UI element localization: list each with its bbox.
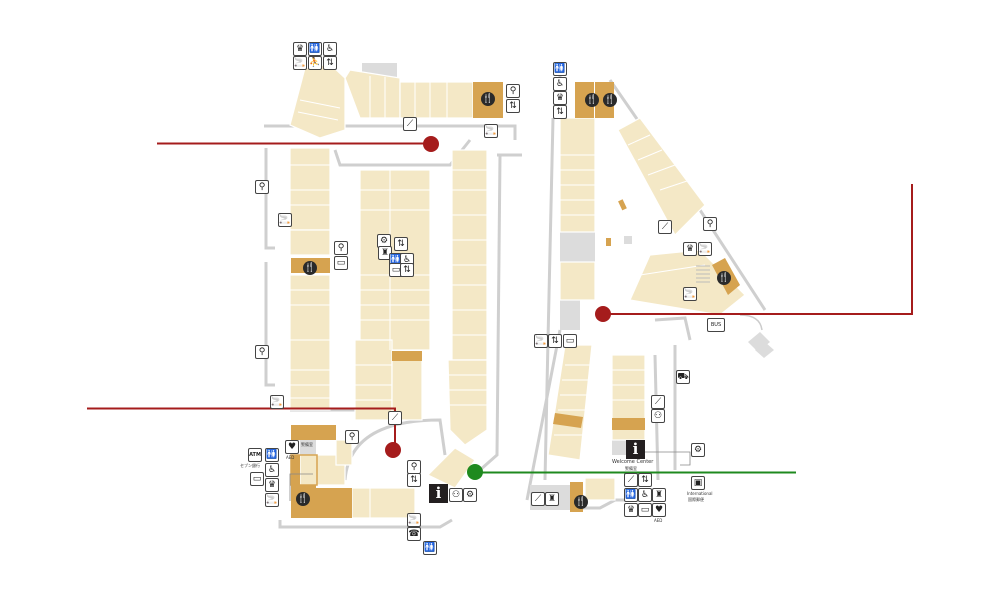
marker-lower-left[interactable]	[87, 407, 401, 459]
nursing-icon[interactable]: ♛	[624, 503, 638, 517]
marker-upper-left[interactable]	[157, 136, 439, 152]
bike-icon[interactable]: ⚲	[334, 241, 348, 255]
security-room-label: 警備室	[301, 442, 313, 447]
restroom-icon[interactable]: 🚻	[553, 62, 567, 76]
wheelchair-icon[interactable]: ♿	[553, 77, 567, 91]
escalator-icon[interactable]: ⟋	[388, 411, 402, 425]
stroller-icon[interactable]: ⚇	[449, 488, 463, 502]
marker-right[interactable]	[595, 184, 913, 322]
atm-icon[interactable]: ATM	[248, 448, 262, 462]
elevator-icon[interactable]: ⇅	[638, 473, 652, 487]
escalator-icon[interactable]: ⟋	[658, 220, 672, 234]
taxi-icon[interactable]: ⛟	[676, 370, 690, 384]
restaurant-icon[interactable]: 🍴	[717, 271, 731, 285]
elevator-icon[interactable]: ⇅	[323, 56, 337, 70]
restroom-icon[interactable]: 🚻	[308, 42, 322, 56]
international-label: International	[687, 491, 713, 496]
smoking-icon[interactable]: 🚬	[265, 493, 279, 507]
package-icon[interactable]: ▣	[691, 476, 705, 490]
elevator-icon[interactable]: ⇅	[407, 473, 421, 487]
restaurant-icon[interactable]: 🍴	[481, 92, 495, 106]
restroom-icon[interactable]: 🚻	[624, 488, 638, 502]
bike-icon[interactable]: ⚲	[703, 217, 717, 231]
monitor-icon[interactable]: ▭	[250, 472, 264, 486]
phone-icon[interactable]: ☎	[407, 527, 421, 541]
monitor-icon[interactable]: ▭	[638, 503, 652, 517]
welcome-center-label: Welcome Center	[612, 459, 654, 465]
nursing-icon[interactable]: ♛	[553, 91, 567, 105]
smoking-icon[interactable]: 🚬	[293, 56, 307, 70]
smoking-icon[interactable]: 🚬	[270, 395, 284, 409]
aed-icon[interactable]: ♥	[652, 503, 666, 517]
aed-label-right: AED	[654, 518, 663, 523]
escalator-icon[interactable]: ⟋	[651, 395, 665, 409]
bike-icon[interactable]: ⚲	[345, 430, 359, 444]
restroom-icon[interactable]: 🚻	[265, 448, 279, 462]
nursing-icon[interactable]: ♛	[265, 478, 279, 492]
escalator-icon[interactable]: ⟋	[403, 117, 417, 131]
restaurant-icon[interactable]: 🍴	[574, 495, 588, 509]
elevator-icon[interactable]: ⇅	[506, 99, 520, 113]
cart-icon[interactable]: ⚙	[691, 443, 705, 457]
restaurant-icon[interactable]: 🍴	[603, 93, 617, 107]
escalator-icon[interactable]: ⟋	[624, 473, 638, 487]
elevator-icon[interactable]: ⇅	[394, 237, 408, 251]
stroller-icon[interactable]: ⚇	[651, 409, 665, 423]
marker-welcome[interactable]	[467, 464, 796, 480]
elevator-icon[interactable]: ⇅	[553, 105, 567, 119]
smoking-icon[interactable]: 🚬	[484, 124, 498, 138]
wheelchair-icon[interactable]: ♿	[638, 488, 652, 502]
restaurant-icon[interactable]: 🍴	[585, 93, 599, 107]
nursing-icon[interactable]: ♛	[683, 242, 697, 256]
monitor-icon[interactable]: ▭	[563, 334, 577, 348]
store-dividers-right	[554, 134, 706, 436]
cart-icon[interactable]: ⚙	[463, 488, 477, 502]
wheelchair-icon[interactable]: ♿	[323, 42, 337, 56]
store-dividers-left	[290, 76, 487, 518]
nursing-icon[interactable]: ♛	[293, 42, 307, 56]
bike-icon[interactable]: ⚲	[255, 345, 269, 359]
smoking-icon[interactable]: 🚬	[407, 513, 421, 527]
escalator-icon[interactable]: ⟋	[531, 492, 545, 506]
seven-bank-label: セブン銀行	[240, 463, 260, 468]
bike-icon[interactable]: ⚲	[255, 180, 269, 194]
restaurant-icon[interactable]: 🍴	[303, 261, 317, 275]
kids-icon[interactable]: ♜	[652, 488, 666, 502]
aed-icon[interactable]: ♥	[285, 440, 299, 454]
wheelchair-icon[interactable]: ♿	[265, 463, 279, 477]
bike-icon[interactable]: ⚲	[506, 84, 520, 98]
stores-right	[547, 117, 746, 501]
elevator-icon[interactable]: ⇅	[548, 334, 562, 348]
baby-icon[interactable]: ⛹	[308, 56, 322, 70]
stairs	[696, 265, 710, 283]
smoking-icon[interactable]: 🚬	[534, 334, 548, 348]
smoking-icon[interactable]: 🚬	[698, 242, 712, 256]
monitor-icon[interactable]: ▭	[334, 256, 348, 270]
info-icon[interactable]: i	[429, 484, 448, 503]
smoking-icon[interactable]: 🚬	[278, 213, 292, 227]
monitor-icon[interactable]: ▭	[389, 263, 403, 277]
restaurant-icon[interactable]: 🍴	[296, 492, 310, 506]
aed-label-left: AED	[286, 455, 295, 460]
international-sub-label: 国際郵便	[688, 497, 704, 502]
elevator-icon[interactable]: ⇅	[400, 263, 414, 277]
smoking-icon[interactable]: 🚬	[683, 287, 697, 301]
bus-icon[interactable]: BUS	[707, 318, 725, 332]
kids-icon[interactable]: ♜	[545, 492, 559, 506]
bike-icon[interactable]: ⚲	[407, 460, 421, 474]
welcome-sub-label: 警備室	[625, 466, 637, 471]
restroom-icon[interactable]: 🚻	[423, 541, 437, 555]
welcome-center-info-icon[interactable]: i	[626, 440, 645, 459]
